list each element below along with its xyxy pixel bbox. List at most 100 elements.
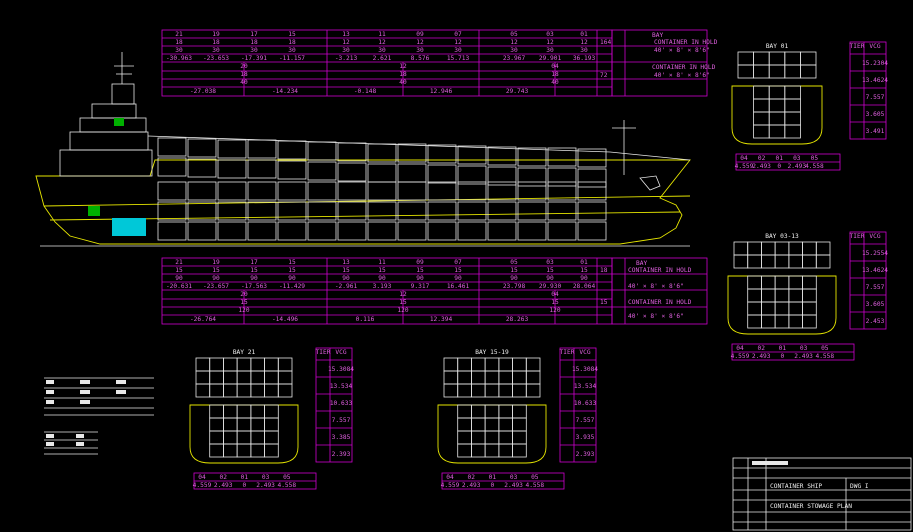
top_table-row4-cell: -3.213: [335, 55, 358, 62]
hold-container: [457, 201, 487, 221]
engine-room-marker: [88, 206, 100, 216]
deck-container: [187, 138, 217, 158]
bay-deck-container: [236, 383, 252, 398]
hold-container: [367, 221, 397, 241]
b15-row-hdr: 04: [446, 474, 454, 481]
b15-vcg-cell: 10.633: [574, 400, 597, 407]
top_table-row2-cell: 12: [454, 39, 462, 46]
deck-container: [487, 146, 517, 166]
hold-container: [157, 181, 187, 201]
bay-deck-container: [512, 357, 527, 372]
bay-deck-container: [788, 254, 803, 269]
b15-vcg-cell: 15.3084: [572, 366, 598, 373]
b01-vcg-cell: 13.4624: [862, 77, 888, 84]
bay-deck-container: [800, 51, 817, 66]
bay-deck-container: [223, 357, 238, 372]
hold-container: [577, 181, 607, 201]
deck-line: [43, 195, 691, 207]
bottom_table-row3-cell: 90: [416, 275, 424, 282]
bottom-side-label-3: 40' × 8' × 8'6": [628, 283, 684, 290]
bottom_table-row3-cell: 90: [212, 275, 220, 282]
top_table-cols-cell: 21: [175, 31, 183, 38]
bay-hold-container: [768, 85, 786, 100]
bottom_table-row4-cell: -23.657: [203, 283, 229, 290]
bottom_table-row4-cell: -2.961: [335, 283, 358, 290]
bottom-side-label-5: 40' × 8' × 8'6": [628, 313, 684, 320]
bottom_table-row4-cell: 16.461: [447, 283, 470, 290]
ship-profile: [35, 52, 691, 247]
bay-hold-container: [512, 404, 527, 419]
bay-hold-container: [802, 288, 817, 303]
bay-hold-container: [264, 404, 279, 419]
bay-deck-container: [761, 254, 776, 269]
deck-container: [277, 160, 307, 180]
bay-hold-container: [512, 430, 527, 445]
deck-container: [547, 167, 577, 187]
bay-deck-container: [498, 383, 513, 398]
top_table-row3-cell: 30: [416, 47, 424, 54]
hold-container: [337, 201, 367, 221]
bay-deck-container: [277, 383, 293, 398]
top_table-row2-cell: 18: [212, 39, 220, 46]
bay-deck-container: [264, 383, 279, 398]
bay-hold-container: [498, 443, 513, 458]
bay-deck-container: [223, 370, 238, 385]
bottom-side-label-2: CONTAINER IN HOLD: [628, 267, 692, 274]
hold-container: [427, 221, 457, 241]
b01-lcg-cell: 4.558: [805, 163, 824, 170]
bay-hold-container: [747, 288, 762, 303]
bottom_table-row3-cell: 90: [378, 275, 386, 282]
top_table-row2-cell: 12: [342, 39, 350, 46]
bottom_table-cols-cell: 11: [378, 259, 386, 266]
top-right-cell-1: 164: [600, 39, 611, 46]
bay-hold-container: [471, 404, 486, 419]
bay-hold-container: [457, 443, 472, 458]
top-side-label-1: BAY: [652, 32, 663, 39]
bay-deck-container: [768, 51, 786, 66]
bay-deck-container: [250, 383, 265, 398]
hold-container: [187, 201, 217, 221]
bottom_table-row3-cell: 90: [342, 275, 350, 282]
hold-container: [547, 221, 577, 241]
top_table-row2-cell: 18: [288, 39, 296, 46]
b01-vcg-cell: 15.2304: [862, 60, 888, 67]
hold-container: [577, 201, 607, 221]
deck-container: [397, 163, 427, 183]
deck-container: [517, 147, 547, 167]
bottom_table-cols-cell: 17: [250, 259, 258, 266]
bay-deck-container: [737, 64, 755, 79]
bay-hold-container: [774, 314, 790, 329]
bottom_table-row4-cell: 29.930: [539, 283, 562, 290]
deck-container: [157, 137, 187, 157]
bottom_table-row4-cell: 28.064: [573, 283, 596, 290]
hold-container: [247, 221, 277, 241]
superstructure: [59, 52, 153, 177]
top_table-row3-cell: 30: [342, 47, 350, 54]
bay-deck-container: [209, 383, 224, 398]
top-side-label-2: CONTAINER IN HOLD: [654, 39, 718, 46]
top_table-row4-cell: 2.621: [373, 55, 392, 62]
bottom_table-row2-cell: 15: [212, 267, 220, 274]
deck-container: [307, 141, 337, 161]
bottom_table-row3-cell: 90: [546, 275, 554, 282]
b15-title: BAY 15-19: [475, 349, 509, 356]
bottom_table-tot_b-cell: 15: [399, 299, 407, 306]
bay-hold-container: [223, 404, 238, 419]
b15-vcg-cell: 3.935: [576, 434, 595, 441]
hold-container: [157, 221, 187, 241]
bottom_table-tot_c-cell: 120: [549, 307, 560, 314]
bay-deck-container: [236, 370, 252, 385]
forecastle: [612, 120, 661, 191]
bay-deck-container: [800, 64, 817, 79]
hold-container: [337, 221, 367, 241]
top_table-cols-cell: 01: [580, 31, 588, 38]
bay-hold-container: [209, 430, 224, 445]
bay-deck-container: [753, 51, 770, 66]
hold-container: [457, 221, 487, 241]
b01-row-hdr: 01: [775, 155, 783, 162]
b21-lcg-cell: 4.558: [277, 482, 296, 489]
legend-tables: [44, 377, 154, 455]
b21-vcg-cell: 13.534: [330, 383, 353, 390]
